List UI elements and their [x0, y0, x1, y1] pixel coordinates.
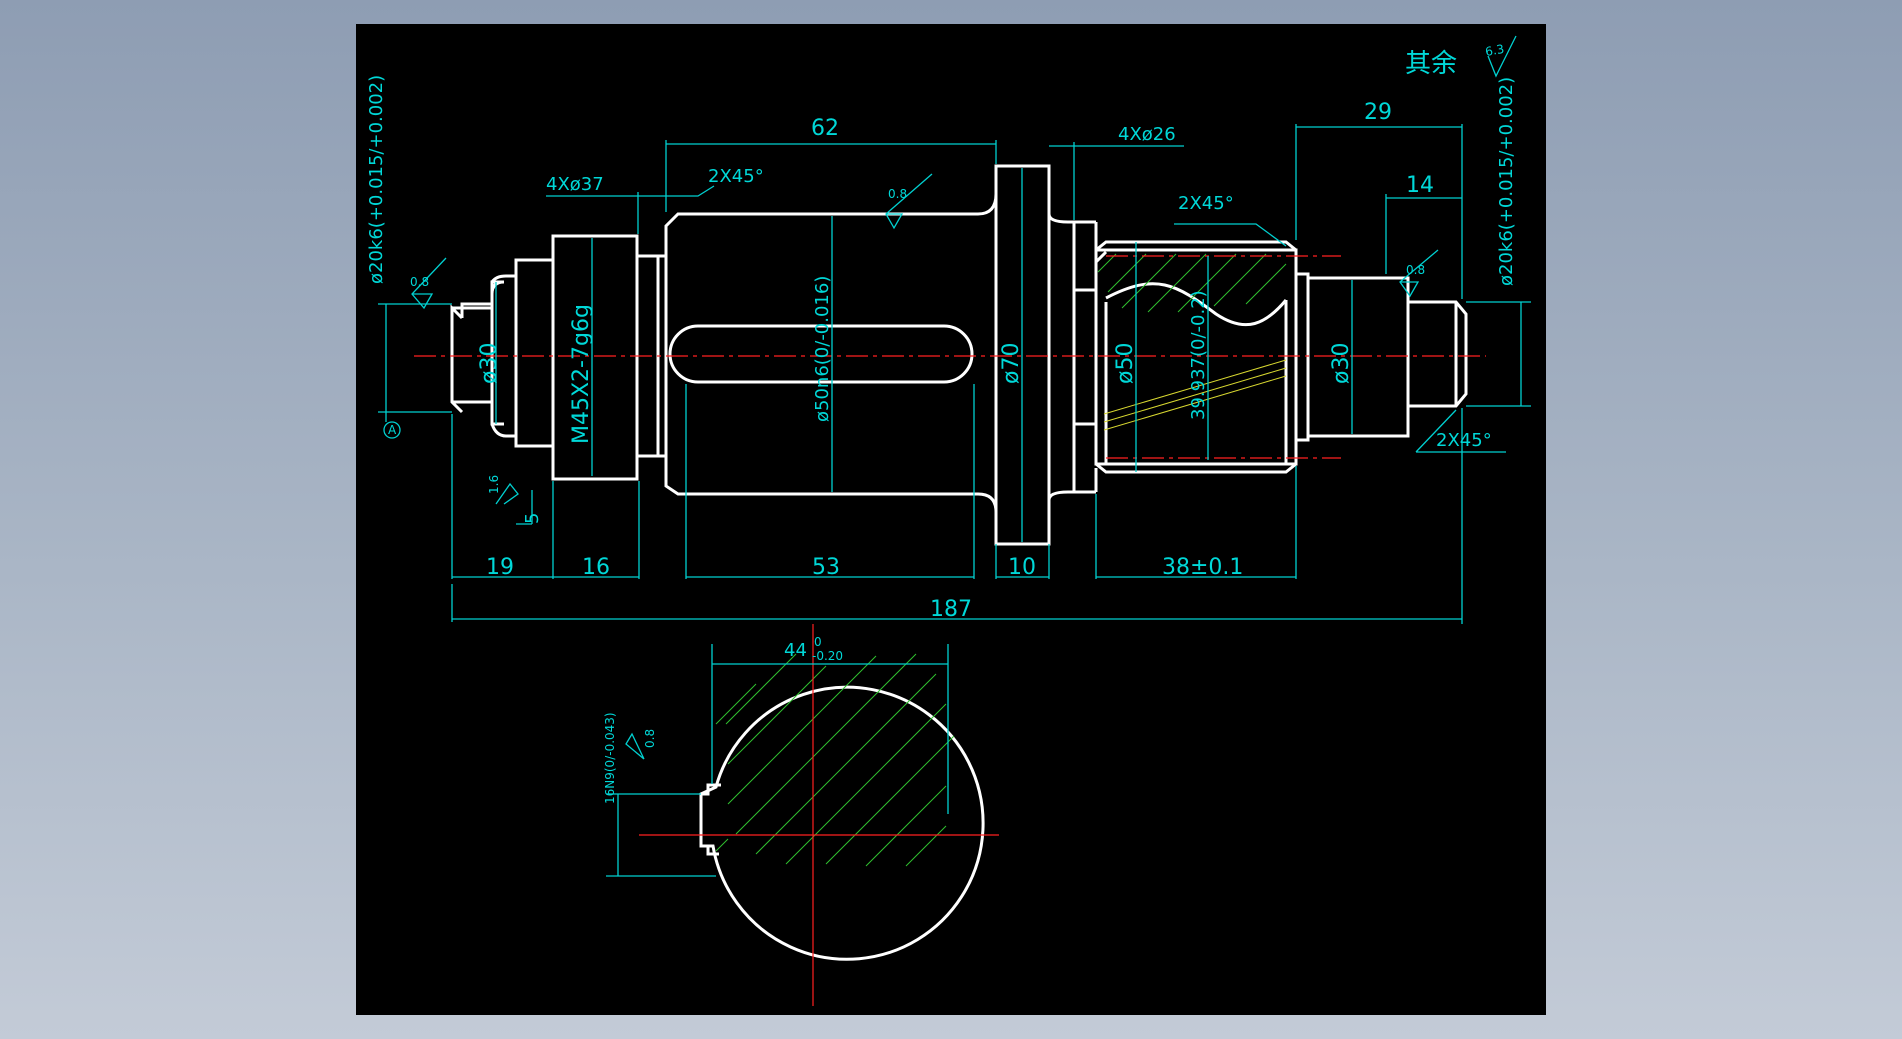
dim-30-left: ø30: [477, 343, 502, 384]
shaft-drawing: 其余 6.3 62 29 14 4Xø37 4Xø26 2X45° 2X45° …: [366, 35, 1531, 1006]
dim-20k6-left: ø20k6(+0.015/+0.002): [366, 75, 387, 284]
dim-187: 187: [930, 597, 972, 622]
shaft-outline: [450, 164, 1468, 546]
dim-39937: 39.937(0/-0.2): [1188, 290, 1209, 420]
roughness-4: 1.6: [487, 475, 501, 494]
dim-53: 53: [812, 555, 840, 580]
datum-circle: [383, 421, 401, 439]
dim-10: 10: [1008, 555, 1036, 580]
dim-38: 38±0.1: [1162, 555, 1243, 580]
dim-44: 44: [784, 640, 807, 661]
dimension-lines: [378, 124, 1531, 624]
roughness-symbols: [411, 35, 1517, 760]
dim-14: 14: [1406, 173, 1434, 198]
thread-callout: M45X2-7g6g: [569, 304, 594, 444]
dim-44-tol-up: 0: [814, 635, 822, 649]
dim-70: ø70: [999, 343, 1024, 384]
datum-label: A: [388, 423, 397, 437]
dim-30-right: ø30: [1329, 343, 1354, 384]
dim-4x26: 4Xø26: [1118, 124, 1176, 145]
annotations: 其余 6.3 62 29 14 4Xø37 4Xø26 2X45° 2X45° …: [366, 42, 1517, 804]
roughness-5: 0.8: [643, 729, 657, 748]
roughness-note-value: 6.3: [1484, 42, 1505, 59]
dim-16n9: 16N9(0/-0.043): [603, 712, 617, 804]
dim-50-gear: ø50: [1113, 343, 1138, 384]
dim-19: 19: [486, 555, 514, 580]
dim-44-tol-low: -0.20: [812, 649, 843, 663]
dim-5: 5: [522, 513, 543, 524]
dim-2x45-a: 2X45°: [708, 166, 764, 187]
drawing-sheet[interactable]: 其余 6.3 62 29 14 4Xø37 4Xø26 2X45° 2X45° …: [356, 24, 1546, 1015]
dim-4x37: 4Xø37: [546, 174, 604, 195]
dim-50n6: ø50n6(0/-0.016): [812, 276, 833, 422]
roughness-note: 其余: [1405, 49, 1457, 79]
dim-16: 16: [582, 555, 610, 580]
section-view: [606, 624, 999, 1006]
dim-20k6-right: ø20k6(+0.015/+0.002): [1496, 77, 1517, 286]
dim-29: 29: [1364, 100, 1392, 125]
dim-2x45-b: 2X45°: [1178, 193, 1234, 214]
dim-2x45-c: 2X45°: [1436, 430, 1492, 451]
roughness-2: 0.8: [888, 187, 907, 201]
roughness-3: 0.8: [1406, 263, 1425, 277]
roughness-1: 0.8: [410, 275, 429, 289]
dim-62: 62: [811, 116, 839, 141]
worm-hatch: [1097, 253, 1287, 431]
